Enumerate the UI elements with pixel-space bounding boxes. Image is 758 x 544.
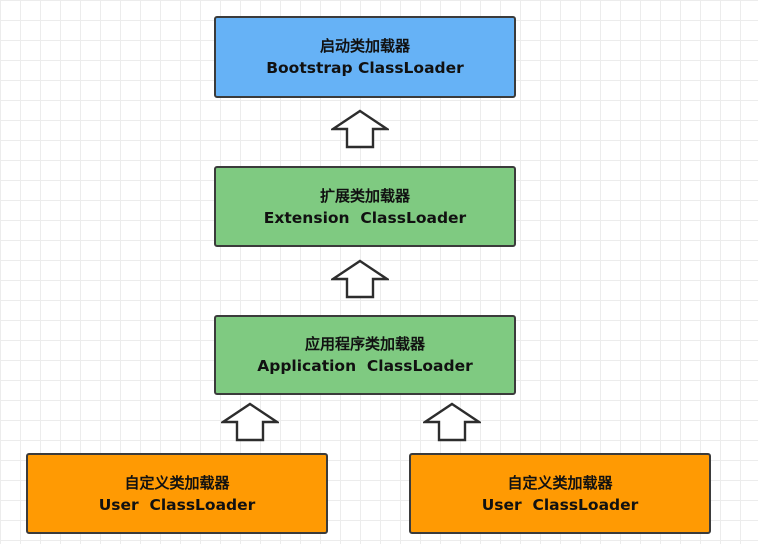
bootstrap-label-en: Bootstrap ClassLoader (266, 59, 464, 77)
hollow-up-arrow-icon (221, 402, 279, 442)
application-classloader-box: 应用程序类加载器 Application ClassLoader (214, 315, 516, 395)
application-label-cn: 应用程序类加载器 (304, 335, 425, 353)
user-right-label-cn: 自定义类加载器 (507, 473, 613, 492)
extension-label-en: Extension ClassLoader (263, 208, 467, 227)
hollow-up-arrow-icon (331, 259, 389, 299)
hollow-up-arrow-icon (423, 402, 481, 442)
extension-classloader-box: 扩展类加载器 Extension ClassLoader (214, 166, 516, 247)
user-left-label-cn: 自定义类加载器 (124, 473, 230, 492)
user-left-label-en: User ClassLoader (98, 495, 256, 514)
user-classloader-box-left: 自定义类加载器 User ClassLoader (26, 453, 328, 534)
user-classloader-box-right: 自定义类加载器 User ClassLoader (409, 453, 711, 534)
bootstrap-label-cn: 启动类加载器 (319, 37, 410, 55)
hollow-up-arrow-icon (331, 109, 389, 149)
extension-label-cn: 扩展类加载器 (319, 186, 410, 205)
user-right-label-en: User ClassLoader (481, 495, 639, 514)
application-label-en: Application ClassLoader (257, 357, 473, 375)
bootstrap-classloader-box: 启动类加载器 Bootstrap ClassLoader (214, 16, 516, 98)
